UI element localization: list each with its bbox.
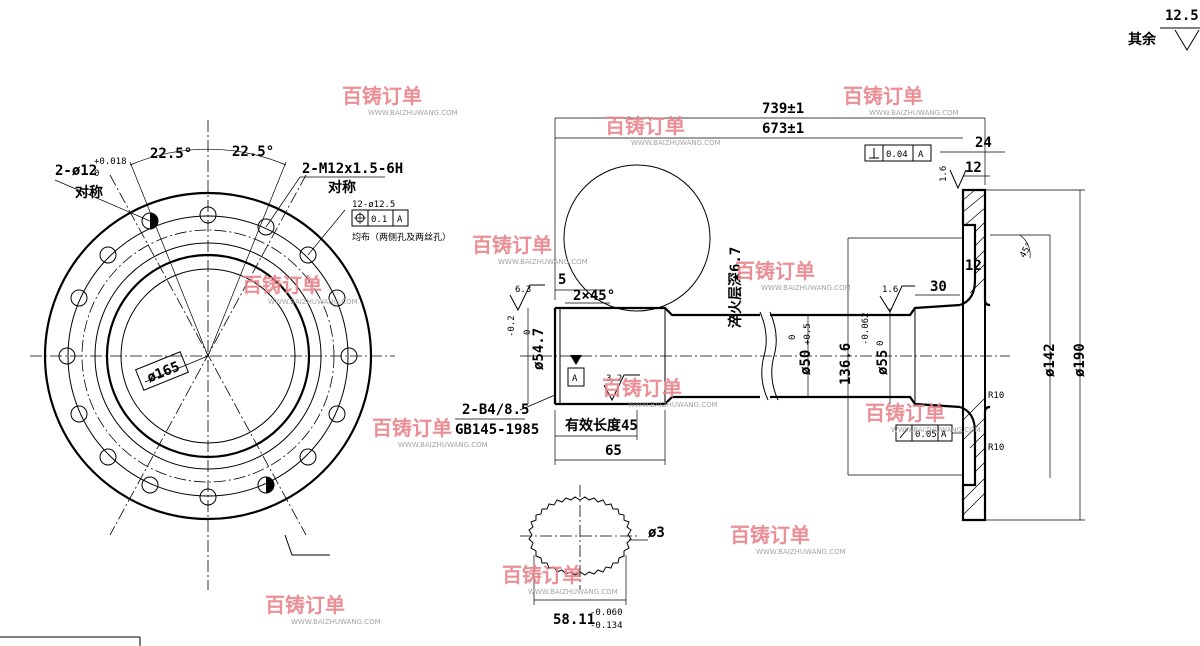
svg-text:WWW.BAIZHUWANG.COM: WWW.BAIZHUWANG.COM — [398, 441, 488, 449]
svg-text:百铸订单: 百铸订单 — [602, 376, 682, 400]
svg-text:WWW.BAIZHUWANG.COM: WWW.BAIZHUWANG.COM — [368, 109, 458, 117]
svg-text:WWW.BAIZHUWANG.COM: WWW.BAIZHUWANG.COM — [869, 109, 959, 117]
spline-tol-low: -0.2 — [507, 315, 517, 337]
overall-length-1: 739±1 — [762, 101, 804, 117]
general-roughness-symbol: 其余 12.5 — [1128, 8, 1200, 51]
dim-12-mid: 12 — [965, 258, 982, 274]
svg-text:WWW.BAIZHUWANG.COM: WWW.BAIZHUWANG.COM — [628, 401, 718, 409]
svg-text:WWW.BAIZHUWANG.COM: WWW.BAIZHUWANG.COM — [291, 618, 381, 626]
angle-right-label: 22.5° — [232, 144, 274, 160]
spline-roughness: 6.3 — [515, 285, 531, 295]
position-tol-value: 0.1 — [371, 215, 387, 225]
spline-section-view: ø3 58.11 -0.060 -0.134 — [520, 485, 665, 631]
overall-length-2: 673±1 — [762, 121, 804, 137]
over-pins-tol-low: -0.134 — [590, 621, 623, 631]
spline-diameter: ø54.7 — [531, 328, 547, 370]
bearing-tol-up: 0 — [876, 341, 886, 346]
svg-text:百铸订单: 百铸订单 — [242, 273, 322, 297]
svg-text:WWW.BAIZHUWANG.COM: WWW.BAIZHUWANG.COM — [891, 426, 981, 434]
svg-text:WWW.BAIZHUWANG.COM: WWW.BAIZHUWANG.COM — [631, 139, 721, 147]
svg-text:百铸订单: 百铸订单 — [730, 523, 810, 547]
radius-2: R10 — [988, 443, 1004, 453]
face-roughness: 1.6 — [939, 166, 949, 182]
watermark-logo: 百铸订单 WWW.BAIZHUWANG.COM — [865, 401, 981, 434]
svg-text:WWW.BAIZHUWANG.COM: WWW.BAIZHUWANG.COM — [268, 298, 358, 306]
bearing-tol-low: -0.062 — [861, 312, 871, 345]
dim-12-top: 12 — [965, 160, 982, 176]
hardening-note: 淬火层深6.7 — [727, 247, 744, 328]
dim-136-6: 136.6 — [838, 343, 854, 385]
hole-left-tol-low: 0 — [94, 169, 99, 179]
svg-text:百铸订单: 百铸订单 — [372, 416, 452, 440]
svg-text:百铸订单: 百铸订单 — [472, 233, 552, 257]
watermark-logo: 百铸订单 WWW.BAIZHUWANG.COM — [843, 84, 959, 117]
bearing-diameter: ø55 — [875, 350, 891, 375]
svg-text:百铸订单: 百铸订单 — [265, 593, 345, 617]
svg-text:百铸订单: 百铸订单 — [502, 563, 582, 587]
runout-tol-value: 0.05 — [915, 430, 937, 440]
svg-text:百铸订单: 百铸订单 — [605, 114, 685, 138]
watermark-logo: 百铸订单 WWW.BAIZHUWANG.COM — [605, 114, 721, 147]
watermark-logo: 百铸订单 WWW.BAIZHUWANG.COM — [265, 593, 381, 626]
svg-text:WWW.BAIZHUWANG.COM: WWW.BAIZHUWANG.COM — [756, 548, 846, 556]
shaft-side-view: 739±1 673±1 24 0.04 A 1.6 12 12 45° 淬火层深… — [455, 101, 1088, 522]
center-hole-std: GB145-1985 — [455, 422, 539, 438]
svg-text:百铸订单: 百铸订单 — [735, 259, 815, 283]
center-hole: 2-B4/8.5 — [462, 402, 529, 418]
chamfer-label: 2×45° — [573, 288, 615, 304]
hole-left-tol-up: +0.018 — [94, 157, 127, 167]
perp-tol-value: 0.04 — [886, 150, 908, 160]
bearing-roughness: 1.6 — [882, 285, 898, 295]
position-tol-datum: A — [397, 215, 403, 225]
roughness-prefix: 其余 — [1128, 31, 1157, 48]
watermark-logo: 百铸订单 WWW.BAIZHUWANG.COM — [372, 416, 488, 449]
svg-text:WWW.BAIZHUWANG.COM: WWW.BAIZHUWANG.COM — [761, 284, 851, 292]
datum-a-box: A — [572, 374, 578, 384]
chamfer-angle: 45° — [1018, 241, 1035, 260]
shaft-tol-up: +0.5 — [803, 323, 813, 345]
shaft-diameter: ø50 — [798, 350, 814, 375]
hole-left-note: 对称 — [75, 184, 103, 201]
svg-text:百铸订单: 百铸订单 — [843, 84, 923, 108]
thread-callout: 2-M12x1.5-6H — [302, 161, 403, 177]
hole-left-callout: 2-ø12 — [55, 163, 97, 179]
flange-thickness: 24 — [975, 135, 992, 151]
radius-1: R10 — [988, 391, 1004, 401]
dim-142: ø142 — [1042, 343, 1058, 377]
flange-front-view: 22.5° 22.5° 2-ø12 +0.018 0 对称 2-M12x1.5-… — [30, 120, 451, 590]
pin-diameter: ø3 — [648, 525, 665, 541]
watermark-logo: 百铸订单 WWW.BAIZHUWANG.COM — [735, 259, 851, 292]
watermark-logo: 百铸订单 WWW.BAIZHUWANG.COM — [242, 273, 358, 306]
svg-text:WWW.BAIZHUWANG.COM: WWW.BAIZHUWANG.COM — [498, 258, 588, 266]
watermark-logo: 百铸订单 WWW.BAIZHUWANG.COM — [342, 84, 458, 117]
svg-text:百铸订单: 百铸订单 — [342, 84, 422, 108]
dim-5: 5 — [558, 272, 566, 288]
shaft-tol-low: 0 — [788, 335, 798, 340]
angle-left-label: 22.5° — [150, 146, 192, 162]
roughness-3-2: 3.2 — [606, 374, 622, 384]
watermark-logo: 百铸订单 WWW.BAIZHUWANG.COM — [472, 233, 588, 266]
dim-65: 65 — [605, 443, 622, 459]
roughness-value: 12.5 — [1165, 8, 1199, 24]
runout-tol-datum: A — [941, 430, 947, 440]
thread-note: 对称 — [328, 179, 356, 196]
over-pins-tol-up: -0.060 — [590, 608, 623, 618]
effective-length: 有效长度45 — [565, 417, 638, 434]
watermarks: 百铸订单 WWW.BAIZHUWANG.COM 百铸订单 WWW.BAIZHUW… — [242, 84, 981, 626]
svg-text:百铸订单: 百铸订单 — [865, 401, 945, 425]
watermark-logo: 百铸订单 WWW.BAIZHUWANG.COM — [602, 376, 718, 409]
holes-note: 均布（两侧孔及两丝孔） — [352, 231, 451, 243]
svg-text:WWW.BAIZHUWANG.COM: WWW.BAIZHUWANG.COM — [528, 588, 618, 596]
perp-tol-datum: A — [918, 150, 924, 160]
over-pins-dim: 58.11 — [553, 612, 595, 628]
dim-190: ø190 — [1072, 343, 1088, 377]
holes-callout: 12-ø12.5 — [352, 200, 395, 210]
watermark-logo: 百铸订单 WWW.BAIZHUWANG.COM — [502, 563, 618, 596]
watermark-logo: 百铸订单 WWW.BAIZHUWANG.COM — [730, 523, 846, 556]
dim-30: 30 — [930, 279, 947, 295]
flange-hatching — [962, 189, 986, 516]
